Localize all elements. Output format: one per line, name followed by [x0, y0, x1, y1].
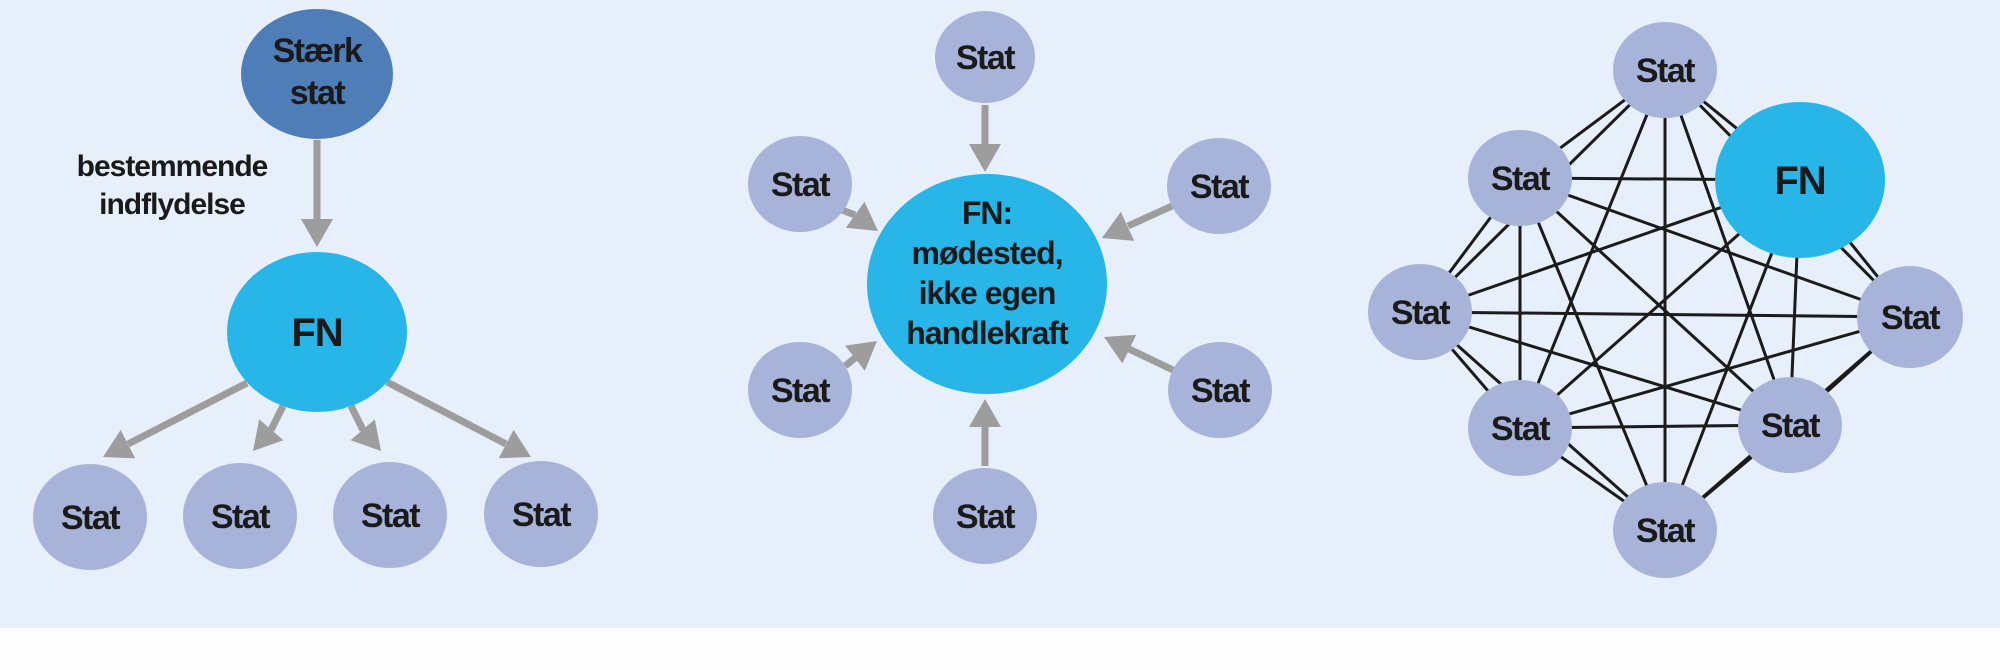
- network-edge: [1519, 176, 1911, 319]
- fn-center-node: [867, 174, 1107, 394]
- fn-center-label-line1: FN:: [962, 195, 1012, 231]
- hierarchy-arrows: [103, 140, 531, 459]
- state-node: [1167, 138, 1271, 234]
- arrow-line: [842, 355, 858, 369]
- state-node-label: Stat: [1491, 160, 1550, 198]
- strong-state-node: [241, 9, 393, 139]
- spoke-arrow-heads: [845, 144, 1137, 427]
- arrow-head: [845, 201, 878, 231]
- state-node: [1613, 482, 1717, 578]
- arrow-head: [350, 419, 381, 451]
- state-node-label: Stat: [1190, 168, 1249, 206]
- arrow-heads: [103, 219, 531, 459]
- state-node: [1857, 266, 1963, 368]
- hierarchy-labels: Stærk stat bestemmende indflydelse FN St…: [61, 32, 573, 537]
- footer-band: [0, 628, 2000, 670]
- strong-state-label-line1: Stærk: [273, 32, 363, 70]
- arrow-head: [301, 219, 333, 247]
- arrow-line: [840, 206, 857, 219]
- arrow-head: [969, 144, 1001, 172]
- network-edge: [1518, 177, 1667, 531]
- fn-network-node: [1715, 102, 1885, 258]
- state-node-label: Stat: [1881, 299, 1940, 337]
- spoke-arrows: [840, 105, 1175, 466]
- hierarchy-state-nodes: [33, 461, 598, 570]
- arrow-head: [969, 399, 1001, 427]
- fn-network-label: FN: [1774, 159, 1825, 203]
- state-node-label: Stat: [1391, 294, 1450, 332]
- state-node-label: Stat: [512, 496, 571, 534]
- state-node: [484, 461, 598, 567]
- state-node-label: Stat: [61, 499, 120, 537]
- arrow-head: [498, 429, 531, 459]
- arrow-line: [126, 379, 249, 448]
- state-node-label: Stat: [771, 372, 830, 410]
- state-node-label: Stat: [956, 498, 1015, 536]
- arrow-caption-line2: indflydelse: [99, 188, 245, 221]
- hub-and-spoke-labels: FN: mødested, ikke egen handlekraft Stat…: [771, 39, 1252, 536]
- state-node-label: Stat: [771, 166, 830, 204]
- state-node-label: Stat: [1491, 410, 1550, 448]
- network-labels: Stat Stat Stat Stat Stat Stat Stat FN: [1391, 52, 1942, 550]
- hub-and-spoke-model: FN: mødested, ikke egen handlekraft Stat…: [748, 11, 1272, 564]
- network-edge: [1518, 176, 1792, 427]
- fn-center-label-line3: ikke egen: [919, 275, 1056, 311]
- arrow-head: [845, 341, 877, 371]
- state-node-label: Stat: [1191, 372, 1250, 410]
- state-node: [1168, 342, 1272, 438]
- network-edge: [1518, 69, 1667, 429]
- arrow-line: [267, 404, 287, 432]
- state-node: [1468, 130, 1572, 226]
- state-node: [933, 468, 1037, 564]
- arrow-head: [1104, 334, 1137, 364]
- state-node: [748, 136, 852, 232]
- state-node: [333, 462, 447, 568]
- state-node: [33, 464, 147, 570]
- arrow-caption-line1: bestemmende: [77, 150, 268, 183]
- network-model: Stat Stat Stat Stat Stat Stat Stat FN: [1368, 22, 1963, 578]
- state-node-label: Stat: [361, 497, 420, 535]
- arrow-line: [1127, 345, 1175, 374]
- strong-state-label-line2: stat: [290, 74, 346, 112]
- state-node-label: Stat: [211, 498, 270, 536]
- arrow-line: [1126, 202, 1174, 230]
- state-node: [1738, 377, 1842, 473]
- fn-hub-label: FN: [291, 311, 342, 355]
- hierarchy-model: Stærk stat bestemmende indflydelse FN St…: [33, 9, 598, 570]
- state-node: [935, 11, 1035, 103]
- state-node: [1468, 380, 1572, 476]
- state-node-label: Stat: [1636, 52, 1695, 90]
- arrow-head: [103, 430, 136, 459]
- state-node: [1368, 264, 1472, 360]
- state-node-label: Stat: [1636, 512, 1695, 550]
- fn-center-label-line2: mødested,: [911, 235, 1062, 271]
- fn-center-label-line4: handlekraft: [906, 315, 1069, 351]
- network-edge: [1419, 310, 1791, 427]
- state-node: [183, 463, 297, 569]
- state-node-label: Stat: [1761, 407, 1820, 445]
- state-node: [748, 342, 852, 438]
- network-edge: [1663, 69, 1792, 426]
- fn-hub-node: [227, 252, 407, 412]
- state-node-label: Stat: [956, 39, 1015, 77]
- network-state-nodes: [1368, 22, 1963, 578]
- spoke-state-nodes: [748, 11, 1272, 564]
- arrow-line: [385, 378, 508, 448]
- arrow-head: [1102, 211, 1135, 241]
- state-node: [1613, 22, 1717, 118]
- network-edge: [1419, 310, 1911, 319]
- arrow-head: [253, 419, 284, 451]
- network-edge: [1519, 315, 1911, 430]
- arrow-line: [347, 404, 367, 432]
